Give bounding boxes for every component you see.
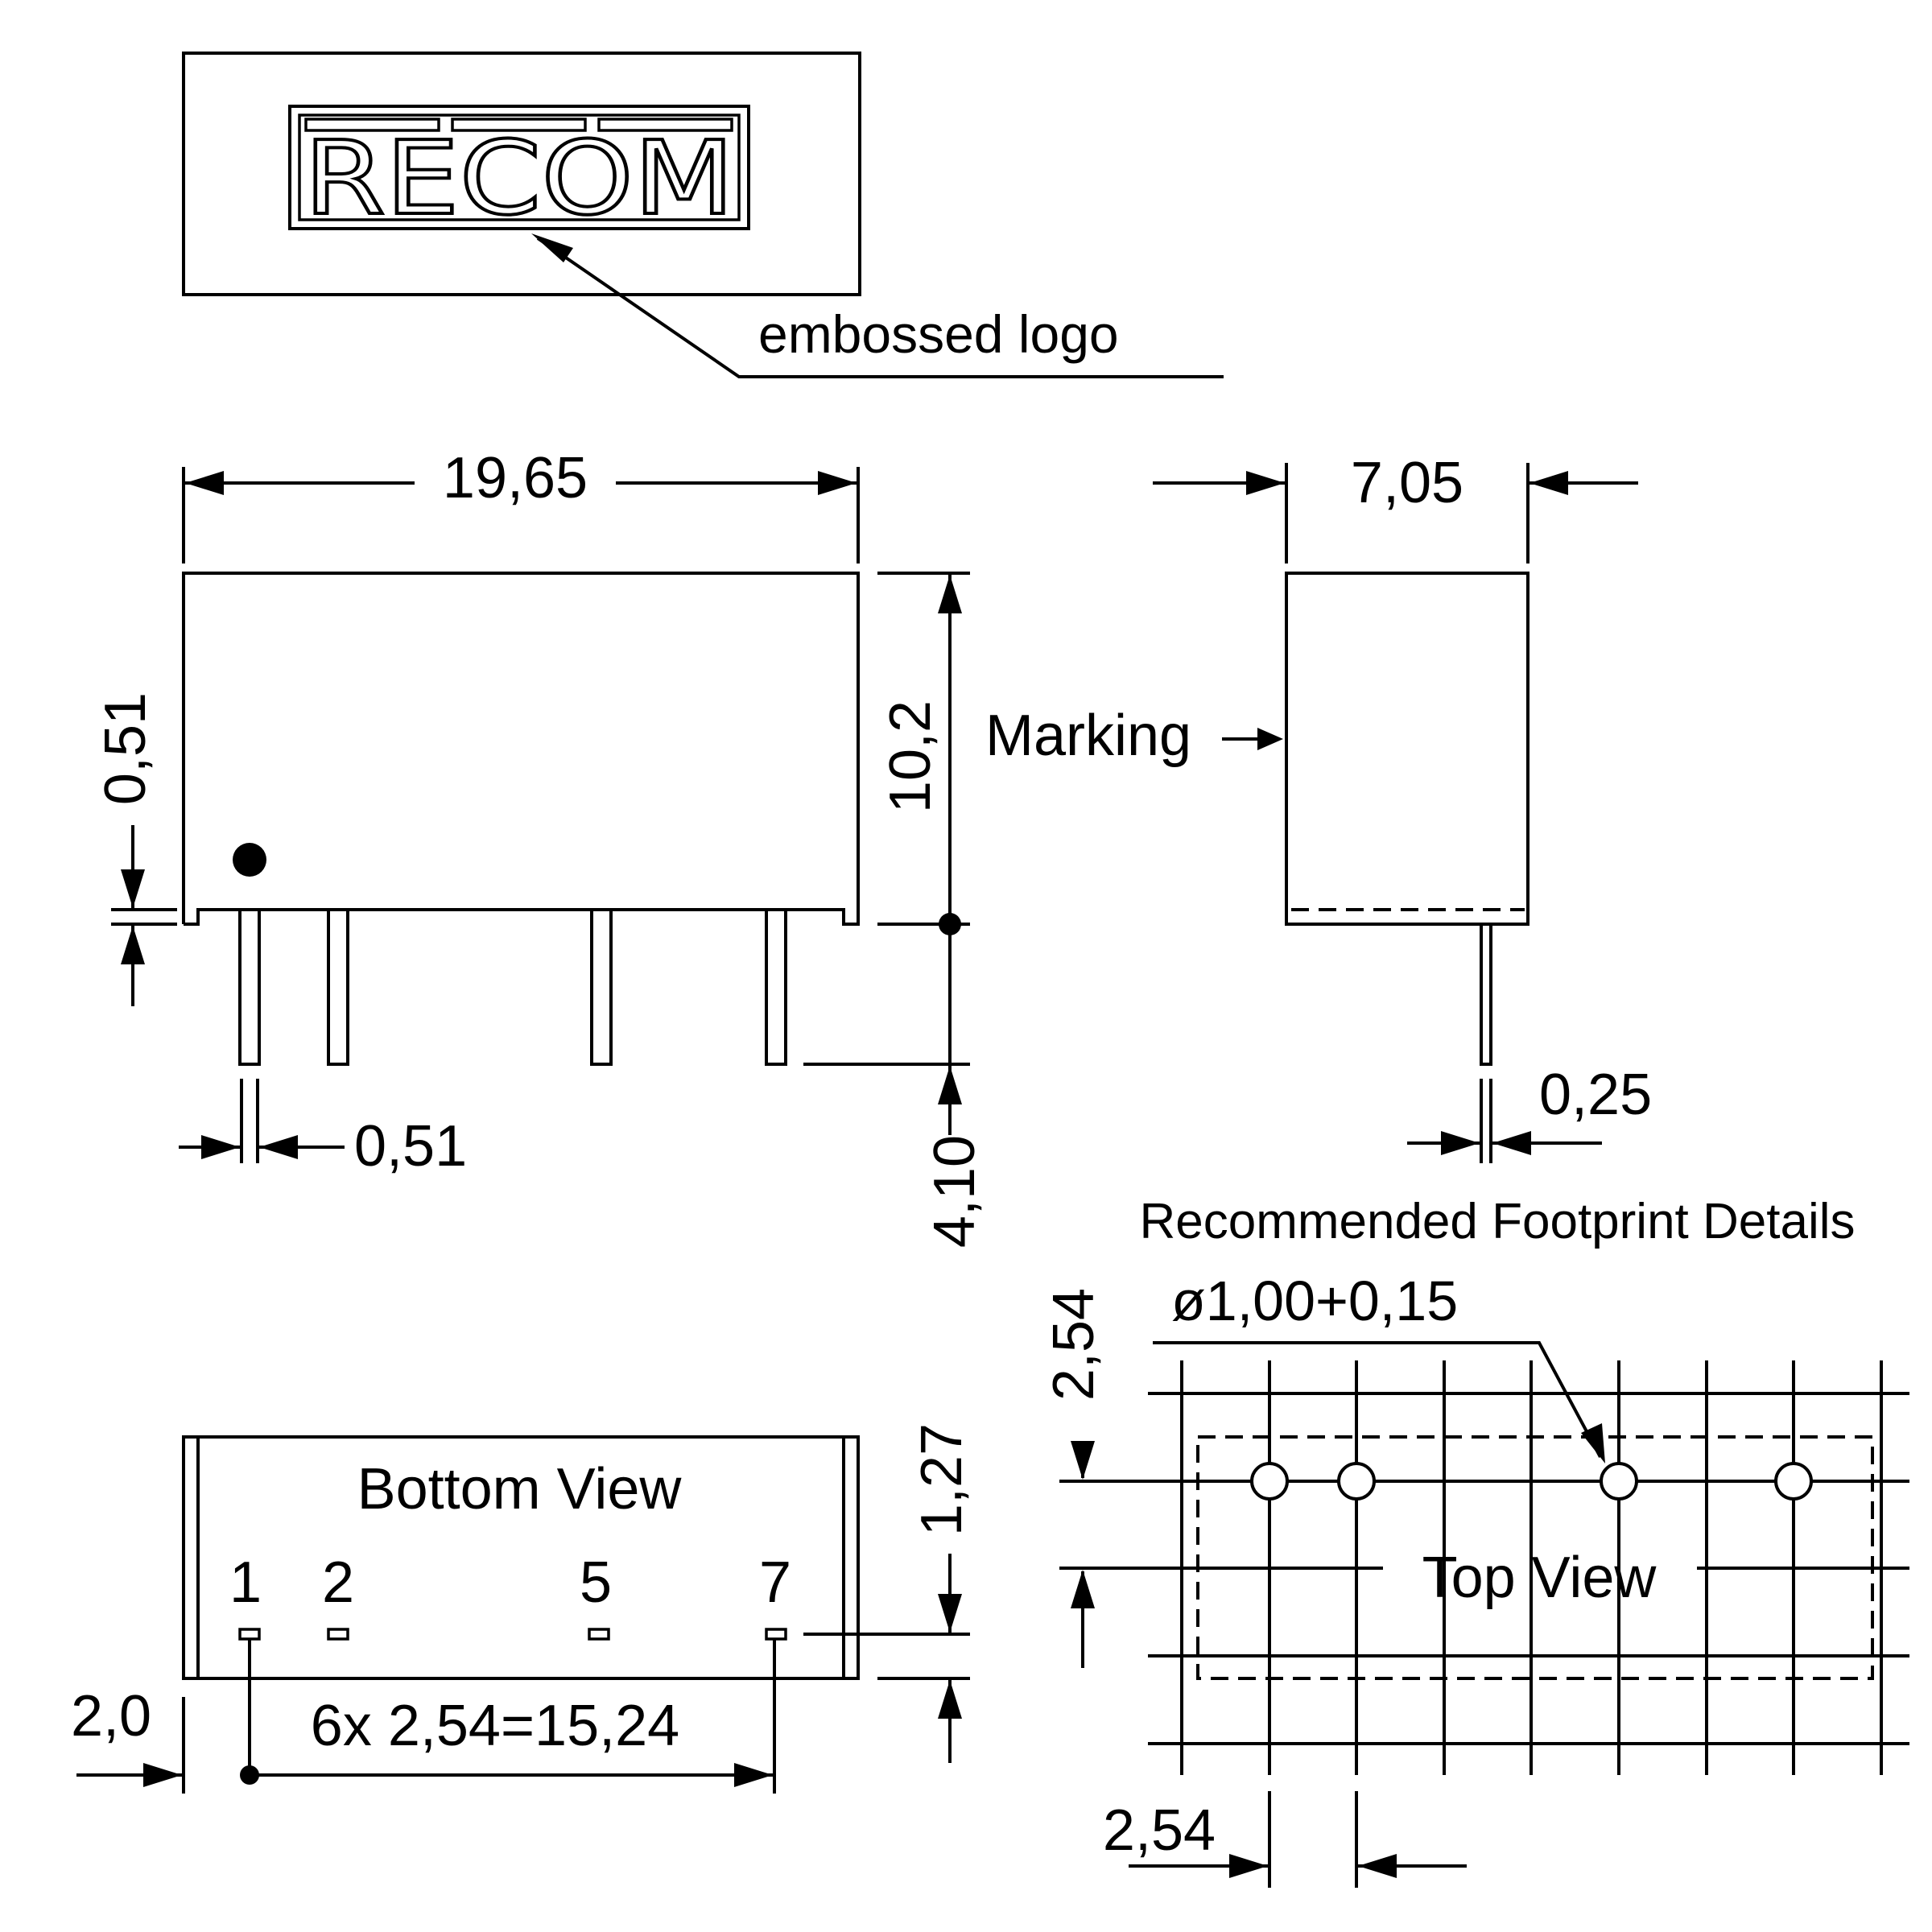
pin-number-5: 5 — [580, 1550, 612, 1615]
dim-gridv-arrow-bottom — [1071, 1570, 1095, 1608]
logo-frame-inner — [298, 114, 741, 221]
dim-rowoffset-arrow-bottom — [938, 1680, 962, 1719]
pin-pad-1 — [238, 1628, 261, 1641]
dim-pinoffset-arrow — [143, 1763, 182, 1787]
dim-pinwidth-arrow-left — [201, 1135, 240, 1159]
front-view: 19,65 10,2 4,10 0,51 0,51 — [93, 446, 987, 1248]
front-body-outline — [182, 572, 860, 926]
dim-thickness-arrow-right — [1492, 1131, 1531, 1155]
dim-rowoffset-arrow-top — [938, 1594, 962, 1633]
footprint-title: Recommended Footprint Details — [1139, 1194, 1855, 1249]
bottom-view-label: Bottom View — [357, 1457, 683, 1521]
logo-bar-3 — [597, 118, 733, 132]
dim-width-arrow-right — [1530, 471, 1568, 495]
dim-width-arrow-left — [1246, 471, 1285, 495]
pin-1 — [238, 908, 261, 1066]
dim-thickness-arrow-left — [1441, 1131, 1480, 1155]
side-view: 7,05 Marking 0,25 — [985, 451, 1652, 1163]
pin-pad-7 — [765, 1628, 787, 1641]
dim-pin-span: 6x 2,54=15,24 — [311, 1694, 679, 1758]
logo-leader-line — [536, 237, 1224, 378]
dim-gridv-arrow-top — [1071, 1441, 1095, 1480]
dim-pin-thickness: 0,25 — [1539, 1063, 1652, 1127]
pin-pad-5 — [588, 1628, 610, 1641]
logo-bar-1 — [304, 118, 440, 132]
dim-length-arrow-right — [818, 471, 857, 495]
dim-standoff-arrow-bottom — [121, 926, 145, 964]
pin-2 — [327, 908, 349, 1066]
logo-bar-2 — [451, 118, 587, 132]
footprint-outline-dashed — [1196, 1435, 1874, 1680]
dim-pinlen-arrow — [938, 1066, 962, 1104]
marking-label: Marking — [985, 704, 1191, 768]
pin-7 — [765, 908, 787, 1066]
hole-diameter-label: ø1,00+0,15 — [1171, 1269, 1458, 1332]
bottom-body-outline — [182, 1435, 860, 1680]
footprint-hole-1 — [1250, 1462, 1289, 1501]
dim-gridh-arrow-left — [1229, 1854, 1268, 1878]
pin-5 — [590, 908, 613, 1066]
side-body-outline — [1285, 572, 1530, 926]
logo-view: RECOM embossed logo — [182, 52, 1224, 378]
logo-leader-arrowhead — [531, 233, 573, 262]
dim-standoff: 0,51 — [93, 692, 158, 805]
dim-height-arrow-top — [938, 575, 962, 613]
dim-pinwidth-arrow-right — [259, 1135, 298, 1159]
dim-body-height: 10,2 — [878, 700, 943, 813]
hole-leader-line — [1153, 1341, 1602, 1458]
pin-number-7: 7 — [759, 1550, 791, 1615]
dim-pin-offset: 2,0 — [71, 1684, 151, 1748]
side-pin — [1480, 923, 1492, 1066]
dim-body-width: 7,05 — [1351, 451, 1463, 515]
logo-view-outline — [182, 52, 861, 296]
embossed-logo-label: embossed logo — [758, 304, 1119, 364]
footprint-view: Recommended Footprint Details Top Vi — [1042, 1194, 1909, 1888]
pin1-marker-dot — [233, 843, 266, 877]
top-view-label: Top View — [1422, 1546, 1657, 1610]
pin-number-1: 1 — [229, 1550, 262, 1615]
footprint-hole-7 — [1774, 1462, 1813, 1501]
footprint-hole-2 — [1337, 1462, 1376, 1501]
dim-pin-length: 4,10 — [923, 1135, 987, 1248]
dim-row-offset: 1,27 — [910, 1423, 974, 1536]
dim-height-junction-dot — [939, 913, 961, 935]
hole-leader-arrowhead — [1581, 1423, 1605, 1463]
logo-frame-outer — [288, 105, 750, 230]
logo-text: RECOM — [304, 119, 735, 237]
pin-number-2: 2 — [322, 1550, 354, 1615]
dim-gridh-arrow-right — [1358, 1854, 1397, 1878]
bottom-view: Bottom View 1 2 5 7 1,27 2,0 6x 2,54=15,… — [71, 1423, 974, 1794]
footprint-hole-5 — [1600, 1462, 1638, 1501]
dim-length-arrow-left — [185, 471, 224, 495]
dim-grid-vertical: 2,54 — [1042, 1288, 1106, 1401]
dim-pin-width: 0,51 — [354, 1114, 467, 1179]
footprint-grid — [1059, 1360, 1909, 1775]
marking-arrowhead — [1257, 728, 1283, 750]
dim-grid-horizontal: 2,54 — [1103, 1798, 1216, 1863]
dim-pinspan-origin-dot — [240, 1765, 259, 1785]
dim-standoff-arrow-top — [121, 869, 145, 908]
pin-pad-2 — [327, 1628, 349, 1641]
dim-body-length: 19,65 — [443, 446, 588, 510]
dim-pinspan-arrow — [734, 1763, 773, 1787]
